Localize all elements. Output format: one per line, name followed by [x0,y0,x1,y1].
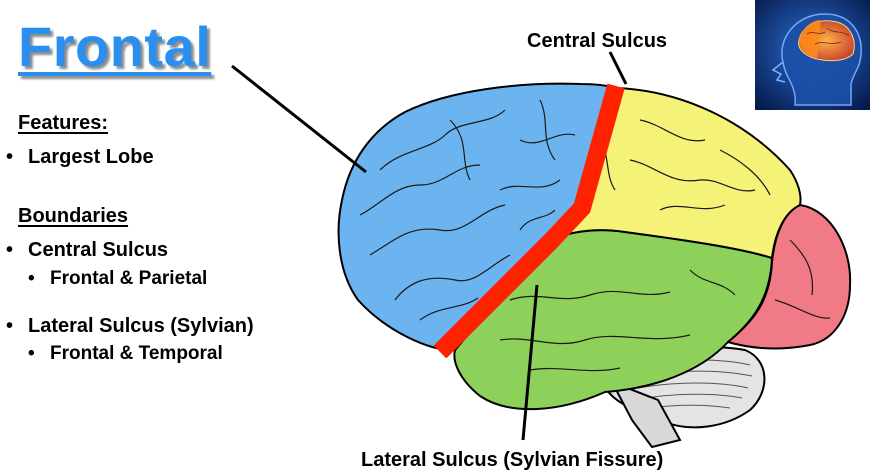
frontal-pointer-line [231,64,367,174]
central-sulcus-pointer-line [608,51,628,85]
lateral-sulcus-label: Lateral Sulcus (Sylvian Fissure) [361,449,664,471]
boundary-subitem: • Frontal & Parietal [28,268,207,290]
central-sulcus-marker [433,83,625,359]
features-heading: Features: [18,112,109,134]
page-title: Frontal [18,15,212,78]
lateral-sulcus-pointer-line [521,284,539,441]
central-sulcus-label: Central Sulcus [527,30,668,52]
bullet-icon: • [28,268,35,289]
boundary-subitem: • Frontal & Temporal [28,343,223,365]
feature-item: • Largest Lobe [6,146,154,169]
gyri-lines [359,99,831,372]
bullet-icon: • [6,146,14,168]
brain-thumbnail-icon [755,0,870,110]
parietal-temporal-boundary [624,231,773,259]
boundary-item: • Central Sulcus [6,239,168,262]
boundary-subitem-label: Frontal & Parietal [50,268,208,289]
boundary-subitem-label: Frontal & Temporal [50,343,223,364]
bullet-icon: • [28,343,35,364]
frontal-lobe [337,82,617,352]
feature-item-label: Largest Lobe [28,146,154,168]
bullet-icon: • [6,239,14,261]
boundaries-heading: Boundaries [18,205,129,227]
bullet-icon: • [6,315,14,337]
boundary-item-label: Lateral Sulcus (Sylvian) [28,315,254,337]
boundary-item: • Lateral Sulcus (Sylvian) [6,315,254,338]
brainstem [609,380,682,449]
boundary-item-label: Central Sulcus [28,239,169,261]
